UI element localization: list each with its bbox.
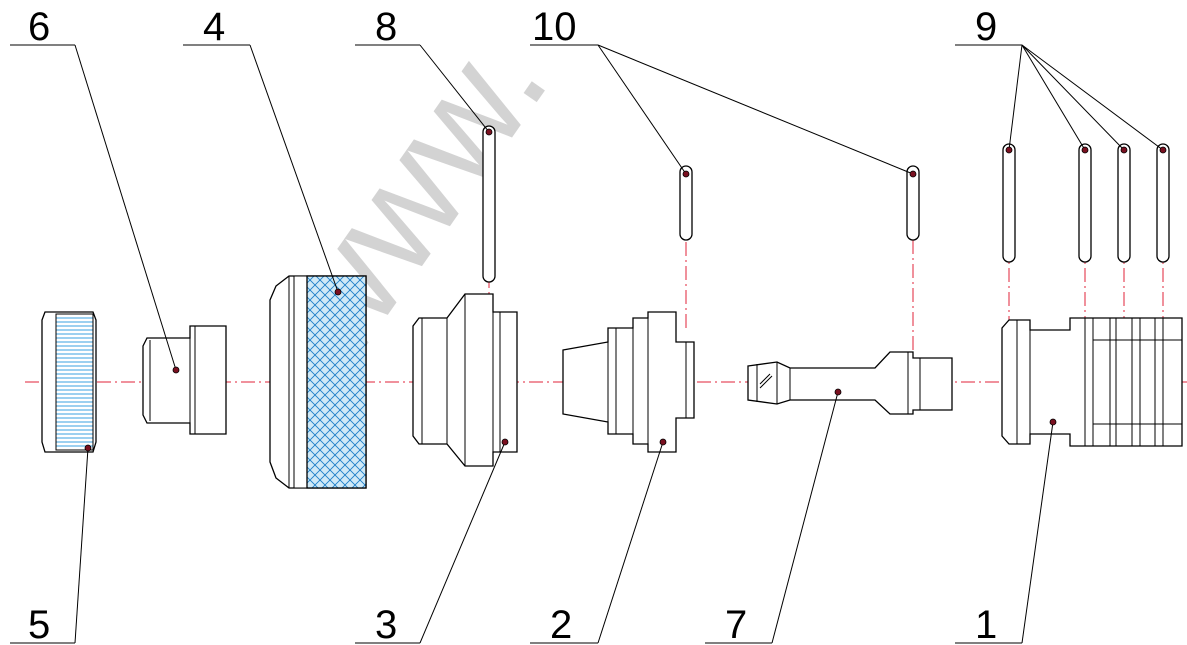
oring-10a — [679, 165, 693, 241]
oring-9c — [1117, 143, 1131, 263]
leader-lines — [10, 44, 1164, 644]
part-7-electrode — [747, 351, 953, 415]
part-4-nozzle — [269, 275, 367, 489]
oring-8 — [482, 125, 496, 283]
callout-labels: 6 4 8 10 9 5 3 2 7 1 — [28, 5, 997, 645]
oring-9d — [1156, 143, 1170, 263]
part-5-knurled-cap — [41, 311, 97, 453]
part-3-sleeve — [412, 293, 518, 467]
callout-2: 2 — [550, 603, 572, 645]
callout-6: 6 — [28, 5, 50, 49]
callout-8: 8 — [375, 5, 397, 49]
callout-5: 5 — [28, 603, 50, 645]
orings — [482, 125, 1170, 283]
part-2-cone-body — [562, 311, 695, 453]
oring-9b — [1078, 143, 1092, 263]
callout-9: 9 — [975, 5, 997, 49]
part-1-torch-body — [1001, 317, 1183, 447]
leader-dots — [84, 128, 1167, 452]
oring-9a — [1002, 143, 1016, 263]
callout-7: 7 — [725, 603, 747, 645]
oring-10b — [906, 165, 920, 241]
callout-10: 10 — [532, 5, 577, 49]
callout-3: 3 — [375, 603, 397, 645]
part-6-bushing — [142, 325, 227, 435]
callout-1: 1 — [975, 603, 997, 645]
callout-4: 4 — [203, 5, 225, 49]
